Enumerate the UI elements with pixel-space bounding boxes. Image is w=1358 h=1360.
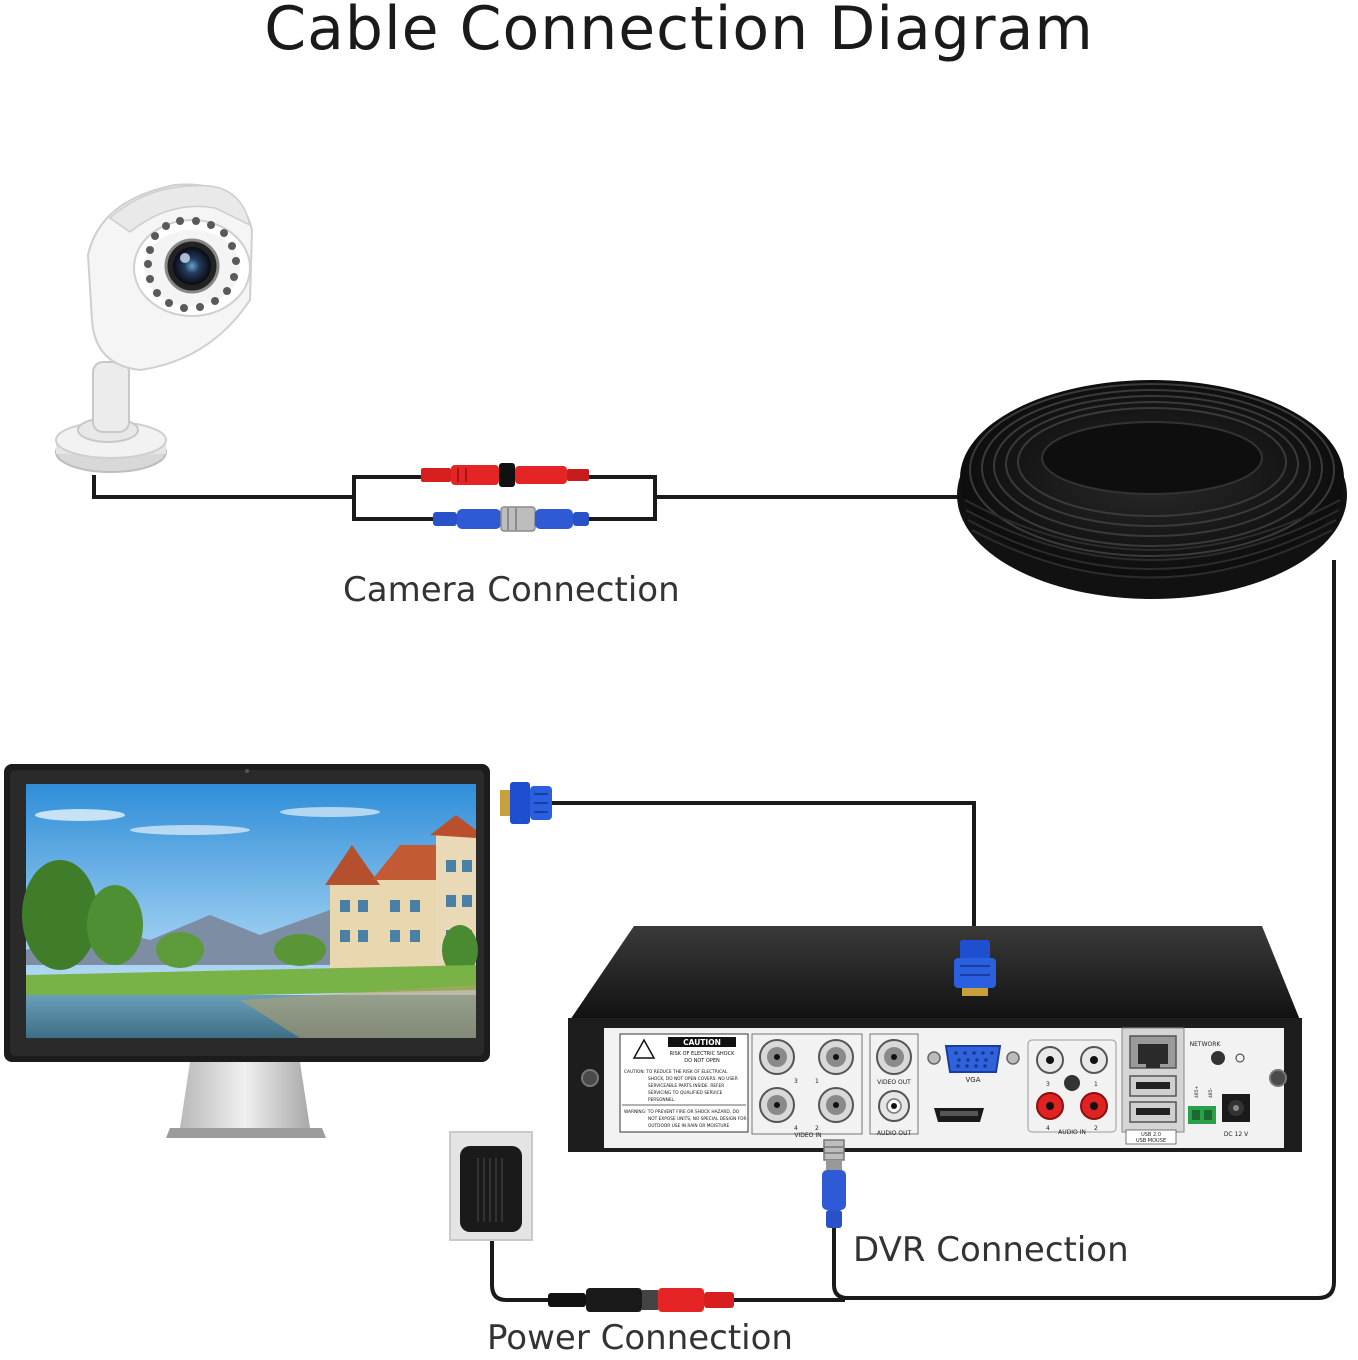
vga-cable bbox=[552, 801, 976, 946]
power-cable bbox=[490, 1238, 845, 1302]
security-camera-icon bbox=[55, 183, 254, 473]
cable-coil-icon bbox=[957, 380, 1347, 599]
svg-text:OUTDOOR USE IN RAIN OR MOISTUR: OUTDOOR USE IN RAIN OR MOISTURE bbox=[648, 1123, 730, 1129]
dvr-power-area: NETWORK 485+ 485- DC 12 V bbox=[1188, 1041, 1250, 1138]
svg-text:4: 4 bbox=[794, 1125, 798, 1132]
svg-text:DO NOT OPEN: DO NOT OPEN bbox=[684, 1058, 720, 1064]
page-title: Cable Connection Diagram bbox=[264, 0, 1094, 64]
svg-text:3: 3 bbox=[1046, 1081, 1050, 1088]
vga-connector-icon bbox=[500, 782, 552, 824]
svg-text:RISK OF ELECTRIC SHOCK: RISK OF ELECTRIC SHOCK bbox=[670, 1051, 735, 1057]
camera-cable bbox=[92, 475, 354, 499]
svg-text:WARNING: TO PREVENT FIRE OR SH: WARNING: TO PREVENT FIRE OR SHOCK HAZARD… bbox=[624, 1109, 740, 1115]
network-usb-ports: USB 2.0 USB MOUSE bbox=[1121, 1027, 1185, 1145]
svg-text:PERSONNEL.: PERSONNEL. bbox=[648, 1097, 675, 1103]
vga-hdmi-ports: VGA bbox=[927, 1045, 1020, 1122]
dc-connector-icon bbox=[548, 1288, 734, 1312]
power-adapter-icon bbox=[449, 1131, 533, 1241]
svg-text:NOT EXPOSE UNITS, NO SPECIAL D: NOT EXPOSE UNITS, NO SPECIAL DESIGN FOR bbox=[648, 1116, 746, 1122]
svg-text:AUDIO IN: AUDIO IN bbox=[1058, 1129, 1086, 1136]
svg-text:SERVICEABLE PARTS INSIDE. REFE: SERVICEABLE PARTS INSIDE. REFER bbox=[648, 1083, 724, 1089]
svg-text:VIDEO IN: VIDEO IN bbox=[794, 1132, 821, 1139]
audio-in-ports: 3 1 4 2 AUDIO IN bbox=[1027, 1039, 1117, 1136]
svg-text:DC 12 V: DC 12 V bbox=[1224, 1131, 1249, 1138]
power-connection-label: Power Connection bbox=[487, 1318, 793, 1358]
svg-text:VIDEO OUT: VIDEO OUT bbox=[877, 1079, 911, 1086]
svg-text:USB 2.0: USB 2.0 bbox=[1141, 1132, 1161, 1138]
svg-text:SHOCK, DO NOT OPEN COVERS. NO: SHOCK, DO NOT OPEN COVERS. NO USER bbox=[648, 1076, 738, 1082]
dvr-bnc-plug bbox=[822, 1139, 846, 1228]
coil-to-dvr-cable bbox=[842, 560, 1336, 1300]
svg-text:CAUTION: TO REDUCE THE RISK OF: CAUTION: TO REDUCE THE RISK OF ELECTRICA… bbox=[624, 1069, 728, 1075]
svg-text:NETWORK: NETWORK bbox=[1190, 1041, 1222, 1048]
svg-text:VGA: VGA bbox=[965, 1076, 980, 1084]
svg-text:USB MOUSE: USB MOUSE bbox=[1136, 1138, 1166, 1144]
svg-text:2: 2 bbox=[1094, 1125, 1098, 1132]
svg-text:AUDIO OUT: AUDIO OUT bbox=[877, 1130, 912, 1137]
camera-power-connector bbox=[421, 463, 589, 487]
svg-text:485-: 485- bbox=[1208, 1087, 1214, 1098]
dvr-vga-plug bbox=[954, 940, 996, 996]
svg-text:1: 1 bbox=[1094, 1081, 1098, 1088]
svg-text:CAUTION: CAUTION bbox=[683, 1038, 721, 1047]
svg-text:485+: 485+ bbox=[1194, 1085, 1200, 1098]
svg-text:4: 4 bbox=[1046, 1125, 1050, 1132]
camera-video-connector bbox=[433, 506, 589, 532]
monitor-icon bbox=[4, 764, 490, 1138]
dvr-recorder-icon: CAUTION RISK OF ELECTRIC SHOCK DO NOT OP… bbox=[568, 926, 1302, 1228]
monitor-screen bbox=[22, 784, 478, 1038]
caution-label: CAUTION RISK OF ELECTRIC SHOCK DO NOT OP… bbox=[619, 1033, 749, 1133]
dvr-connection-label: DVR Connection bbox=[853, 1230, 1129, 1270]
svg-text:3: 3 bbox=[794, 1078, 798, 1085]
svg-text:SERVICING TO QUALIFIED SERVICE: SERVICING TO QUALIFIED SERVICE bbox=[648, 1090, 723, 1096]
svg-text:1: 1 bbox=[815, 1078, 819, 1085]
video-audio-out-ports: VIDEO OUT AUDIO OUT bbox=[869, 1033, 919, 1137]
camera-connection-label: Camera Connection bbox=[343, 570, 680, 610]
video-in-ports: 3 1 4 2 VIDEO IN bbox=[751, 1033, 863, 1139]
svg-text:2: 2 bbox=[815, 1125, 819, 1132]
dvr-bnc-cable bbox=[832, 1225, 849, 1300]
